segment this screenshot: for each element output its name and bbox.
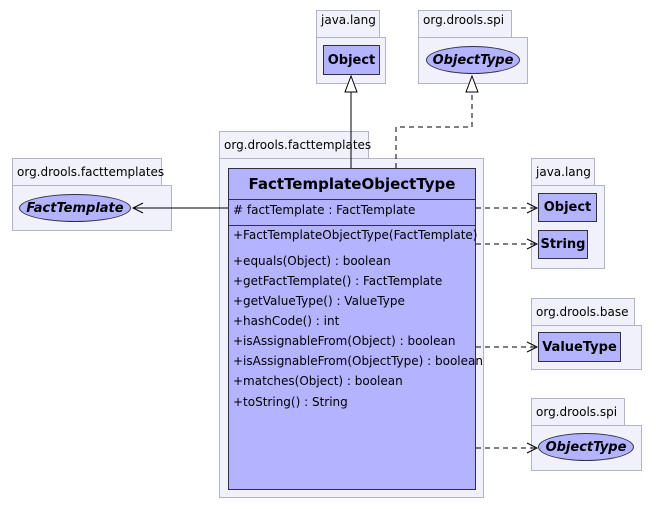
realization-arrowhead-objecttype xyxy=(465,74,479,93)
class-object-right[interactable]: Object xyxy=(538,193,597,222)
method-row: +hashCode() : int xyxy=(233,314,340,328)
realization-line-objecttype xyxy=(395,92,473,168)
attribute-row: # factTemplate : FactTemplate xyxy=(233,203,416,217)
method-row: +getFactTemplate() : FactTemplate xyxy=(233,274,443,288)
package-tab-java-lang-right: java.lang xyxy=(531,158,595,186)
interface-objecttype-top[interactable]: ObjectType xyxy=(426,46,520,74)
method-row: +isAssignableFrom(ObjectType) : boolean xyxy=(233,354,483,368)
dependency-arrowhead-objecttype xyxy=(526,442,539,454)
class-object-top[interactable]: Object xyxy=(323,45,380,75)
interface-objecttype-bottom[interactable]: ObjectType xyxy=(538,433,634,461)
class-facttemplateobjecttype[interactable]: FactTemplateObjectType # factTemplate : … xyxy=(228,168,483,490)
association-arrowhead-facttemplate xyxy=(131,202,144,214)
dependency-arrowhead-valuetype xyxy=(526,341,539,353)
inheritance-arrowhead-object xyxy=(344,74,358,93)
dependency-arrowhead-string xyxy=(526,238,539,250)
package-tab-java-lang-top: java.lang xyxy=(316,10,380,38)
method-row: +isAssignableFrom(Object) : boolean xyxy=(233,334,456,348)
class-valuetype[interactable]: ValueType xyxy=(538,332,621,362)
dependency-arrowhead-object xyxy=(526,202,539,214)
class-name: FactTemplateObjectType xyxy=(248,175,456,193)
class-string-right[interactable]: String xyxy=(538,230,588,259)
constructor-row: +FactTemplateObjectType(FactTemplate) xyxy=(233,228,478,242)
method-row: +matches(Object) : boolean xyxy=(233,374,403,388)
method-row: +equals(Object) : boolean xyxy=(233,254,391,268)
divider xyxy=(229,199,475,200)
interface-facttemplate[interactable]: FactTemplate xyxy=(19,194,131,222)
package-tab-drools-spi-bottom: org.drools.spi xyxy=(531,398,625,426)
divider xyxy=(229,225,475,226)
method-row: +getValueType() : ValueType xyxy=(233,294,405,308)
method-row: +toString() : String xyxy=(233,395,348,409)
